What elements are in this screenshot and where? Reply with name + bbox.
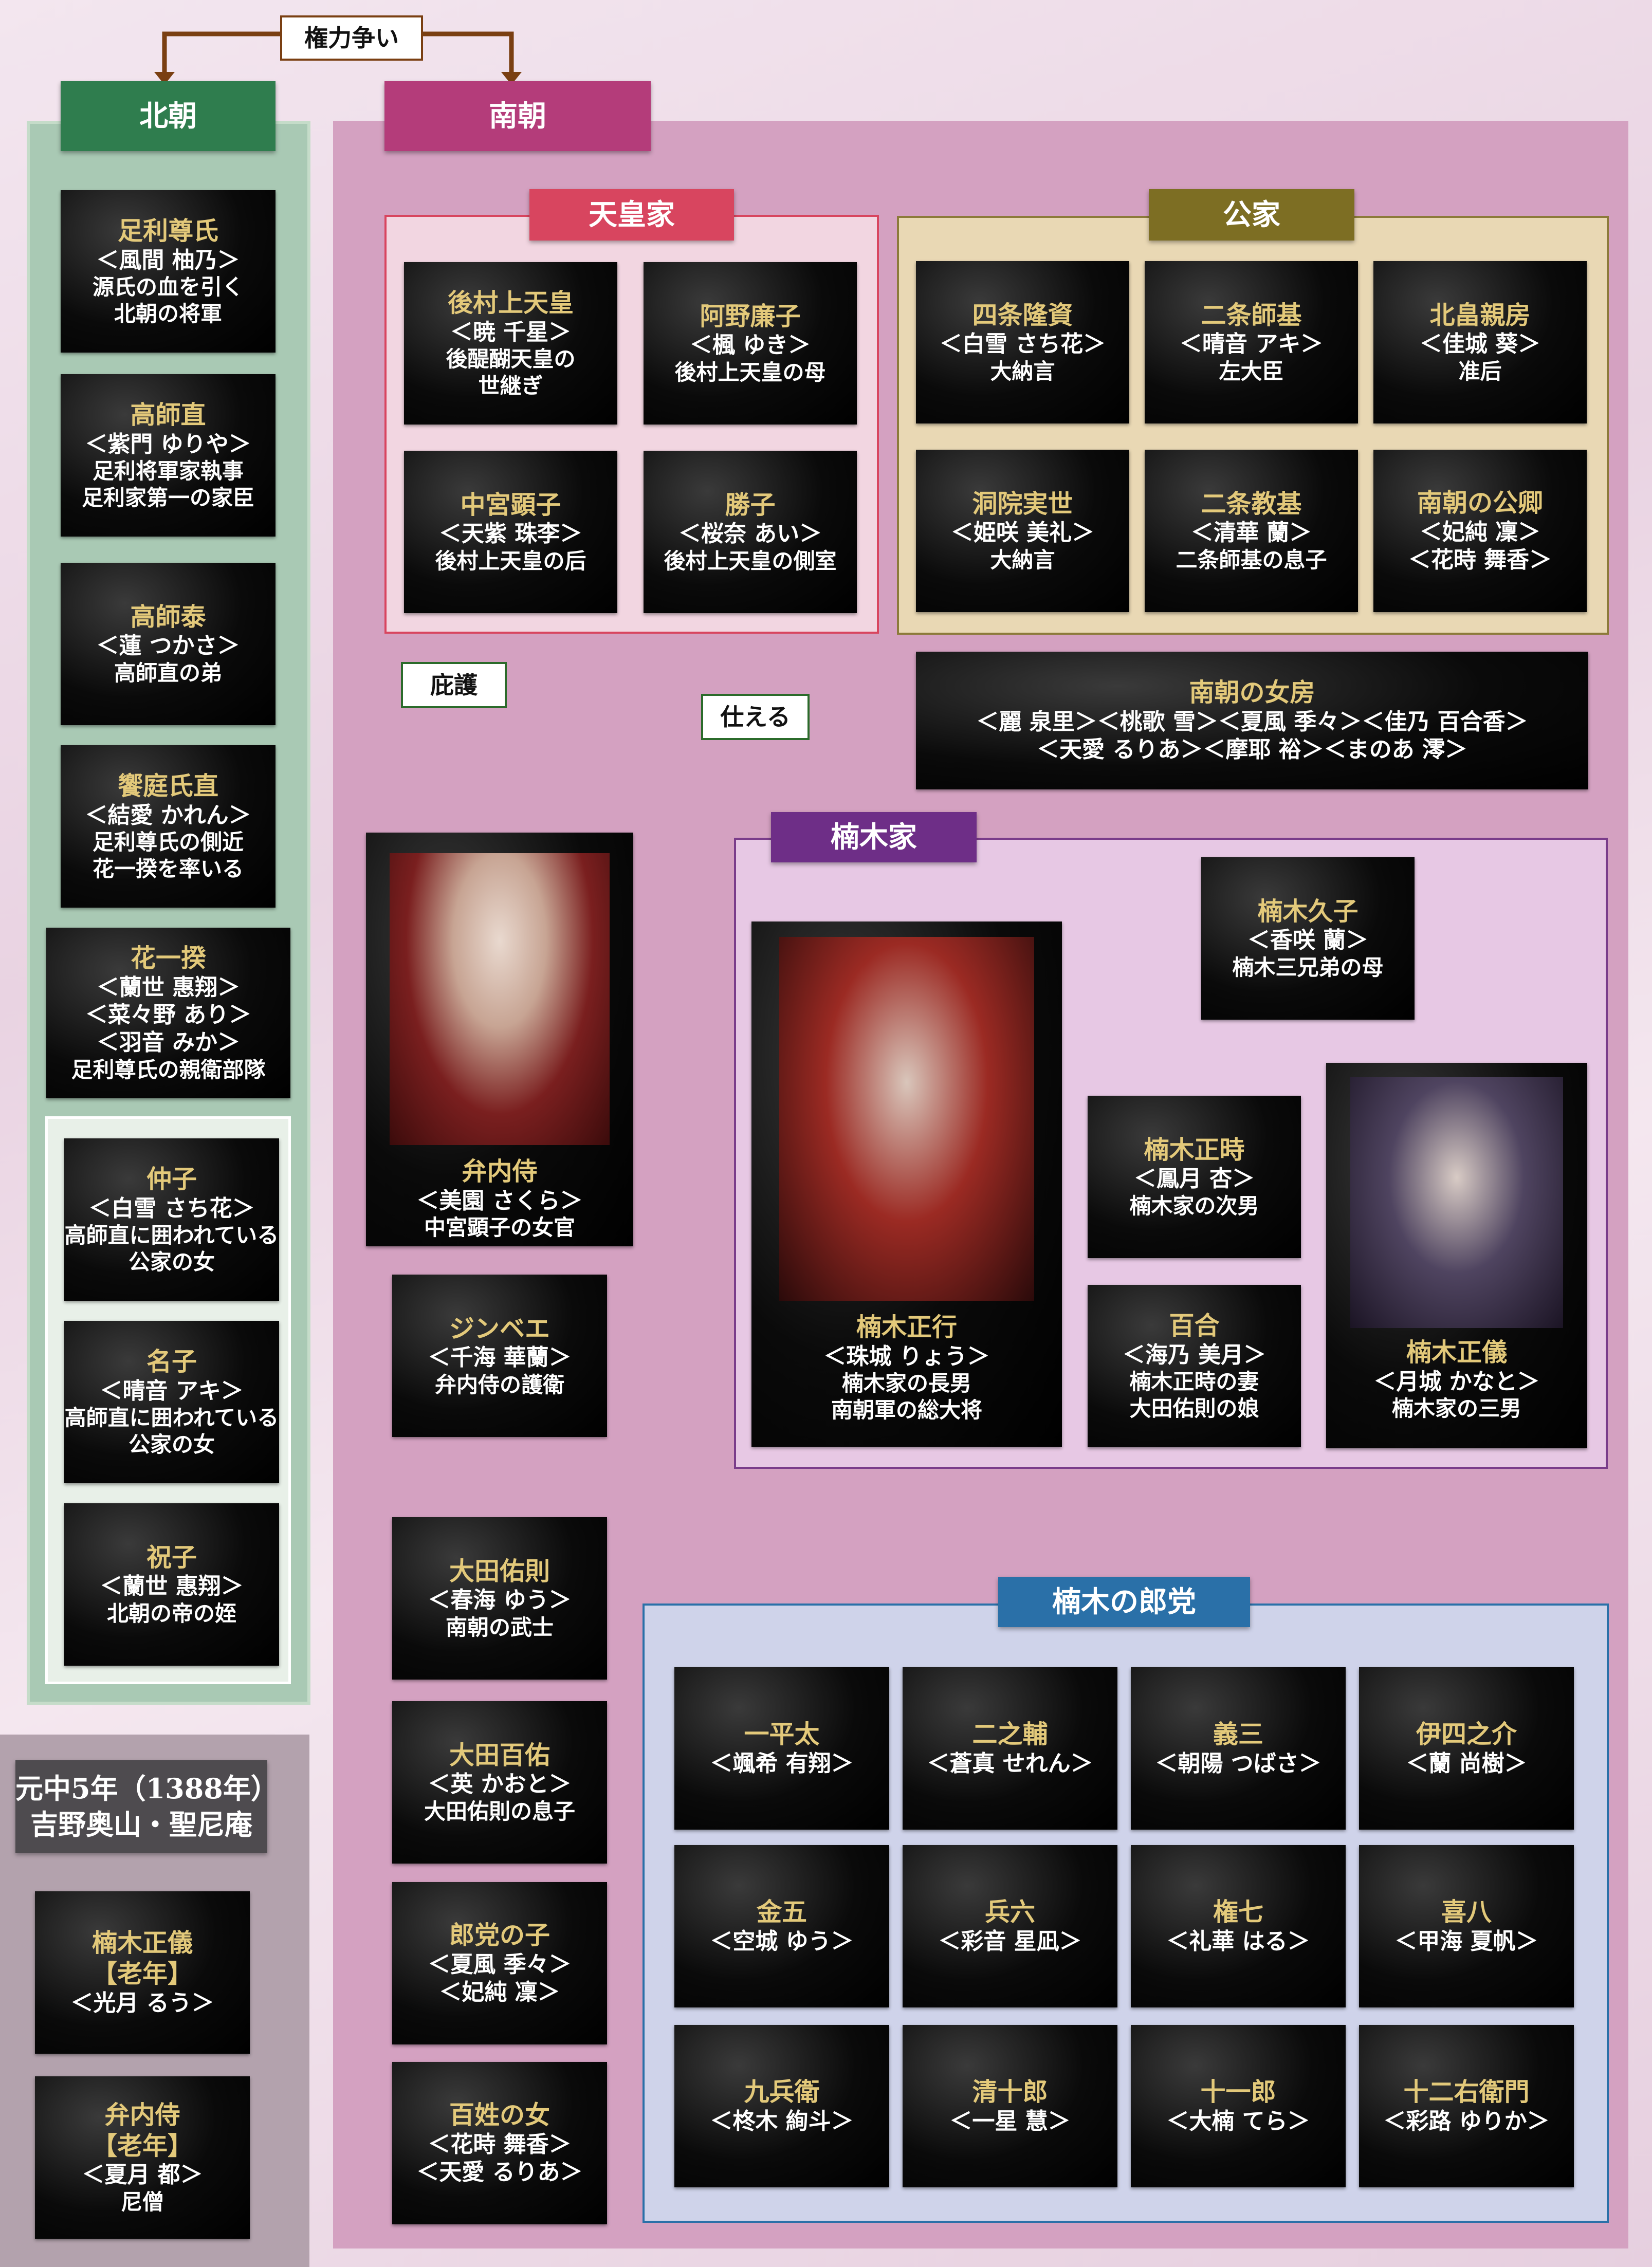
card-retainer: 金五＜空城 ゆう＞ (674, 1845, 889, 2007)
retainer-actor: ＜礼華 はる＞ (1166, 1928, 1310, 1955)
retainer-actor: ＜蘭 尚樹＞ (1406, 1750, 1527, 1777)
card-iwaiko: 祝子 ＜蘭世 惠翔＞ 北朝の帝の姪 (64, 1503, 279, 1666)
card-ota-momosuke: 大田百佑 ＜英 かおと＞ 大田佑則の息子 (392, 1701, 607, 1864)
card-nijo-noriki: 二条教基 ＜清華 蘭＞ 二条師基の息子 (1145, 450, 1358, 612)
card-chugu-akiko: 中宮顕子 ＜天紫 珠李＞ 後村上天皇の后 (404, 451, 617, 613)
retainer-name: 喜八 (1441, 1897, 1492, 1927)
card-retainer: 義三＜朝陽 つばさ＞ (1131, 1667, 1346, 1830)
card-ko-no-moroyasu: 高師泰 ＜蓮 つかさ＞ 高師直の弟 (61, 563, 276, 725)
card-retainer-child: 郎党の子 ＜夏風 季々＞ ＜妃純 凜＞ (392, 1882, 607, 2044)
card-gomurakami: 後村上天皇 ＜暁 千星＞ 後醍醐天皇の 世継ぎ (404, 262, 617, 425)
retainer-name: 金五 (756, 1897, 807, 1927)
card-bennai: 弁内侍 ＜美園 さくら＞ 中宮顕子の女官 (366, 833, 633, 1246)
retainers-header: 楠木の郎党 (998, 1577, 1250, 1627)
card-retainer: 権七＜礼華 はる＞ (1131, 1845, 1346, 2007)
retainer-actor: ＜空城 ゆう＞ (710, 1928, 854, 1955)
card-kitabatake-chikafusa: 北畠親房 ＜佳城 葵＞ 准后 (1373, 261, 1587, 423)
rivalry-label: 権力争い (280, 15, 423, 61)
retainer-name: 十一郎 (1200, 2077, 1276, 2107)
card-toin-saneyo: 洞院実世 ＜姫咲 美礼＞ 大納言 (916, 450, 1129, 612)
card-kusunoki-masanori: 楠木正儀 ＜月城 かなと＞ 楠木家の三男 (1326, 1063, 1587, 1448)
card-retainer: 清十郎＜一星 慧＞ (903, 2025, 1117, 2187)
card-aeba-ujinao: 饗庭氏直 ＜結愛 かれん＞ 足利尊氏の側近 花一揆を率いる (61, 745, 276, 908)
retainer-name: 義三 (1213, 1719, 1263, 1749)
retainer-name: 伊四之介 (1416, 1719, 1517, 1749)
card-ko-no-moronao: 高師直 ＜紫門 ゆりや＞ 足利将軍家執事 足利家第一の家臣 (61, 374, 276, 537)
retainer-actor: ＜柊木 絢斗＞ (710, 2108, 854, 2135)
retainer-actor: ＜一星 慧＞ (949, 2108, 1071, 2135)
retainer-actor: ＜蒼真 せれん＞ (927, 1750, 1093, 1777)
card-retainer: 兵六＜彩音 星凪＞ (903, 1845, 1117, 2007)
kusunoki-header: 楠木家 (771, 812, 977, 862)
card-ano-renshi: 阿野廉子 ＜楓 ゆき＞ 後村上天皇の母 (644, 262, 857, 425)
retainer-name: 九兵衛 (744, 2077, 820, 2107)
retainer-name: 一平太 (744, 1719, 820, 1749)
card-kusunoki-masatoki: 楠木正時 ＜鳳月 杏＞ 楠木家の次男 (1088, 1096, 1301, 1258)
retainer-actor: ＜颯希 有翔＞ (710, 1750, 854, 1777)
imperial-family-header: 天皇家 (529, 189, 734, 241)
masatsura-portrait (779, 937, 1034, 1301)
masanori-portrait (1350, 1077, 1563, 1328)
south-header: 南朝 (384, 81, 651, 151)
card-nakako: 仲子 ＜白雪 さち花＞ 高師直に囲われている 公家の女 (64, 1138, 279, 1301)
retainer-name: 権七 (1213, 1897, 1263, 1927)
retainer-actor: ＜朝陽 つばさ＞ (1155, 1750, 1321, 1777)
card-old-bennai: 弁内侍 【老年】 ＜夏月 都＞ 尼僧 (35, 2076, 250, 2239)
kuge-header: 公家 (1149, 189, 1354, 241)
card-hana-ikki: 花一揆 ＜蘭世 惠翔＞ ＜菜々野 あり＞ ＜羽音 みか＞ 足利尊氏の親衛部隊 (46, 928, 290, 1098)
retainer-name: 二之輔 (972, 1719, 1048, 1749)
card-yuri: 百合 ＜海乃 美月＞ 楠木正時の妻 大田佑則の娘 (1088, 1285, 1301, 1447)
card-retainer: 十一郎＜大楠 てら＞ (1131, 2025, 1346, 2187)
retainer-actor: ＜彩音 星凪＞ (938, 1928, 1082, 1955)
card-jinbee: ジンベエ ＜千海 華蘭＞ 弁内侍の護衛 (392, 1275, 607, 1437)
label-protect: 庇護 (401, 662, 507, 708)
retainer-actor: ＜彩路 ゆりか＞ (1383, 2108, 1550, 2135)
card-retainer: 伊四之介＜蘭 尚樹＞ (1359, 1667, 1574, 1830)
epilogue-header: 元中5年（1388年） 吉野奥山・聖尼庵 (15, 1760, 279, 1853)
card-kusunoki-hisako: 楠木久子 ＜香咲 蘭＞ 楠木三兄弟の母 (1201, 857, 1415, 1020)
card-court-ladies: 南朝の女房 ＜麗 泉里＞＜桃歌 雪＞＜夏風 季々＞＜佳乃 百合香＞ ＜天愛 るり… (916, 652, 1588, 789)
retainer-actor: ＜甲海 夏帆＞ (1394, 1928, 1538, 1955)
label-serve: 仕える (701, 694, 810, 740)
card-farmer-woman: 百姓の女 ＜花時 舞香＞ ＜天愛 るりあ＞ (392, 2062, 607, 2224)
card-katsuko: 勝子 ＜桜奈 あい＞ 後村上天皇の側室 (644, 451, 857, 613)
card-ashikaga-takauji: 足利尊氏 ＜風間 柚乃＞ 源氏の血を引く 北朝の将軍 (61, 190, 276, 353)
card-kusunoki-masatsura: 楠木正行 ＜珠城 りょう＞ 楠木家の長男 南朝軍の総大将 (751, 921, 1062, 1447)
north-header: 北朝 (61, 81, 276, 151)
card-southern-court-nobles: 南朝の公卿 ＜妃純 凜＞ ＜花時 舞香＞ (1373, 450, 1587, 612)
retainer-name: 清十郎 (972, 2077, 1048, 2107)
bennai-portrait (390, 853, 610, 1145)
retainer-name: 十二右衛門 (1403, 2077, 1530, 2107)
card-nijo-motomoto: 二条師基 ＜晴音 アキ＞ 左大臣 (1145, 261, 1358, 423)
card-retainer: 十二右衛門＜彩路 ゆりか＞ (1359, 2025, 1574, 2187)
card-old-masanori: 楠木正儀 【老年】 ＜光月 るう＞ (35, 1891, 250, 2054)
card-retainer: 一平太＜颯希 有翔＞ (674, 1667, 889, 1830)
card-retainer: 喜八＜甲海 夏帆＞ (1359, 1845, 1574, 2007)
card-retainer: 九兵衛＜柊木 絢斗＞ (674, 2025, 889, 2187)
retainer-name: 兵六 (984, 1897, 1035, 1927)
card-shijo-takasuke: 四条隆資 ＜白雪 さち花＞ 大納言 (916, 261, 1129, 423)
retainer-actor: ＜大楠 てら＞ (1166, 2108, 1310, 2135)
card-retainer: 二之輔＜蒼真 せれん＞ (903, 1667, 1117, 1830)
card-nako: 名子 ＜晴音 アキ＞ 高師直に囲われている 公家の女 (64, 1321, 279, 1483)
card-ota-sukenori: 大田佑則 ＜春海 ゆう＞ 南朝の武士 (392, 1517, 607, 1680)
